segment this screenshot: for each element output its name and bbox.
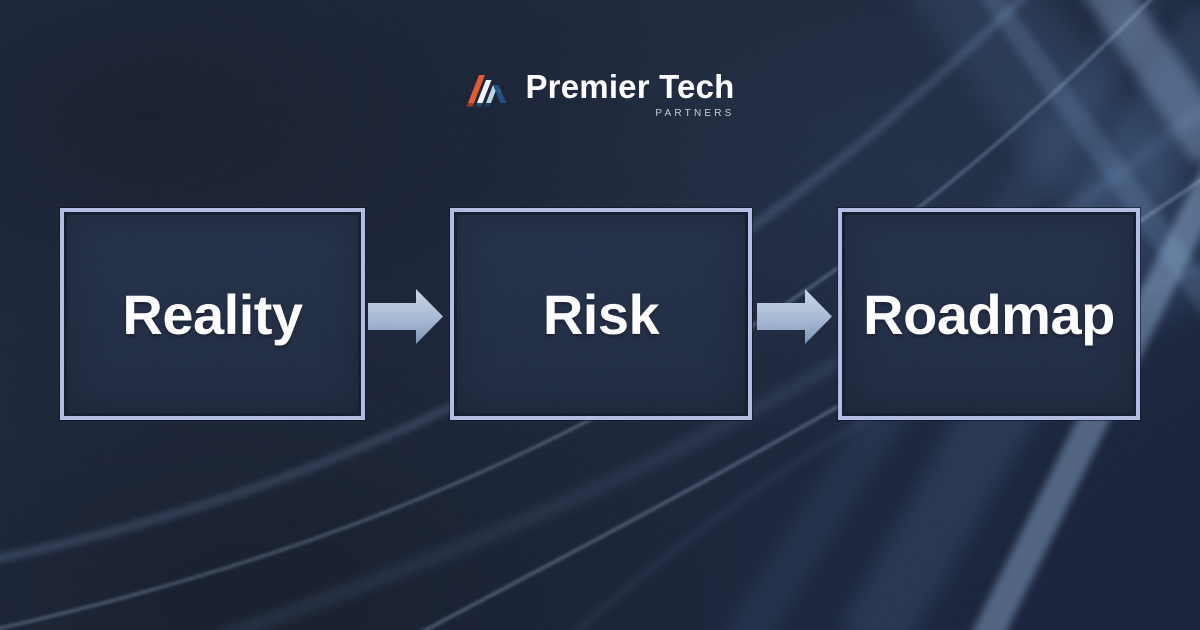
flow-step-reality: Reality xyxy=(60,208,365,420)
brand-logo: Premier Tech PARTNERS xyxy=(0,70,1200,119)
flow-step-label: Reality xyxy=(122,282,303,346)
flow-step-roadmap: Roadmap xyxy=(838,208,1140,420)
flow-step-label: Roadmap xyxy=(863,282,1115,346)
flow-step-risk: Risk xyxy=(450,208,752,420)
arrow-right-icon xyxy=(757,289,832,344)
brand-wordmark: Premier Tech PARTNERS xyxy=(525,70,734,119)
brand-tagline: PARTNERS xyxy=(655,108,735,119)
brand-name: Premier Tech xyxy=(525,68,735,105)
flow-step-label: Risk xyxy=(542,282,660,346)
premier-tech-logo-icon xyxy=(466,75,507,107)
arrow-right-icon xyxy=(368,289,443,344)
